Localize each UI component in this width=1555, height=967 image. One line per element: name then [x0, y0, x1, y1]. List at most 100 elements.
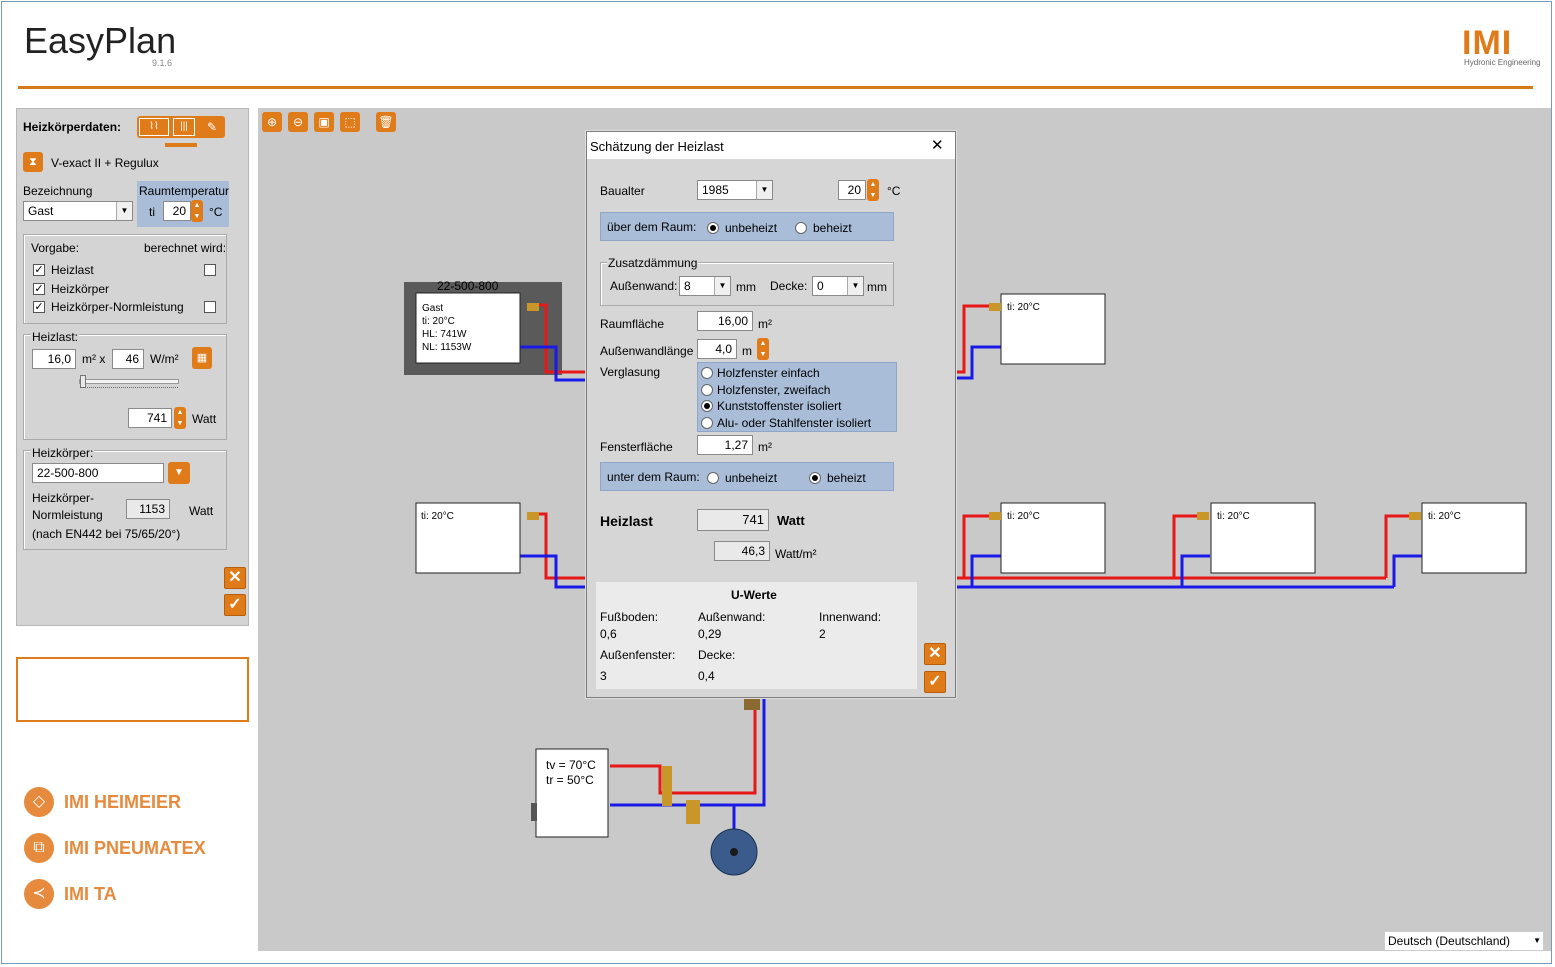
zoom-fit-icon[interactable]: ▣: [314, 112, 334, 132]
heizlast-group-label: Heizlast:: [31, 330, 80, 344]
radiator-label[interactable]: ti: 20°C: [1007, 302, 1040, 313]
heizlast-group: Heizlast: 16,0 m² x 46 W/m² ▦ 741 ▲▼ Wat…: [23, 330, 227, 440]
glazing-option: Kunststoffenster isoliert: [717, 399, 842, 413]
radiator: [1210, 502, 1316, 574]
app-title: EasyPlan: [24, 20, 177, 61]
heizkoerper-input[interactable]: 22-500-800: [32, 463, 164, 483]
normleistung-checkbox[interactable]: ✓: [33, 301, 45, 313]
imi-logo-subtitle: Hydronic Engineering: [1464, 58, 1541, 67]
zoom-select-icon[interactable]: ⬚: [340, 112, 360, 132]
selected-radiator-type: 22-500-800: [437, 279, 499, 293]
heat-load-dialog: Schätzung der Heizlast ✕ Baualter 1985▼ …: [586, 131, 956, 698]
boiler-supply-temp: tv = 70°C: [546, 758, 596, 772]
heizkoerper-group-label: Heizkörper:: [31, 446, 95, 460]
normleistung-computed-checkbox[interactable]: [204, 301, 216, 313]
brand-ta[interactable]: ≺ IMI TA: [24, 879, 244, 909]
aussenwand-value: 8: [684, 279, 691, 293]
aussenwandlaenge-input[interactable]: 4,0: [697, 339, 737, 359]
watt-spinner[interactable]: ▲▼: [174, 407, 186, 429]
decke-label: Decke:: [770, 279, 808, 293]
aussenwandlaenge-label: Außenwandlänge: [600, 344, 694, 358]
dialog-cancel-button[interactable]: ✕: [924, 643, 946, 665]
valve-icon[interactable]: ⧗: [23, 152, 43, 172]
heizlast-computed-checkbox[interactable]: [204, 264, 216, 276]
cancel-button[interactable]: ✕: [224, 567, 246, 589]
chevron-down-icon[interactable]: ▼: [1533, 936, 1541, 945]
decke-select[interactable]: 0▼: [812, 276, 864, 296]
radiator-label[interactable]: ti: 20°C: [421, 511, 454, 522]
calculator-icon[interactable]: ▦: [192, 347, 212, 369]
raumflaeche-input[interactable]: 16,00: [697, 311, 753, 331]
fussboden-value: 0,6: [600, 627, 617, 641]
fussboden-label: Fußboden:: [600, 610, 659, 624]
imi-logo: IMI: [1462, 24, 1513, 62]
above-unheated-radio[interactable]: [707, 222, 719, 234]
chevron-down-icon[interactable]: ▼: [756, 181, 772, 199]
dialog-title-bar: Schätzung der Heizlast ✕: [587, 132, 955, 159]
above-room-group: über dem Raum: unbeheizt beheizt: [600, 212, 894, 241]
glazing-options: Holzfenster einfach Holzfenster, zweifac…: [697, 362, 897, 432]
view-mode-toolbar: ⌇⌇ ||| ✎: [137, 116, 225, 138]
glazing-radio[interactable]: [701, 417, 713, 429]
wpm-input[interactable]: 46: [112, 349, 144, 369]
above-heated-label: beheizt: [813, 221, 852, 235]
zoom-out-icon[interactable]: ⊖: [288, 112, 308, 132]
wpm-slider[interactable]: [79, 379, 179, 384]
radiator-label[interactable]: ti: 20°C: [1217, 511, 1250, 522]
chevron-down-icon[interactable]: ▼: [168, 462, 190, 484]
confirm-button[interactable]: ✓: [224, 594, 246, 616]
glazing-option: Holzfenster, zweifach: [717, 383, 831, 397]
close-icon[interactable]: ✕: [931, 137, 944, 154]
normleistung-check-label: Heizkörper-Normleistung: [51, 300, 184, 314]
info-box: [16, 657, 249, 722]
glazing-radio-selected[interactable]: [701, 400, 713, 412]
below-unheated-radio[interactable]: [707, 472, 719, 484]
aussenfenster-label: Außenfenster:: [600, 648, 676, 662]
heizlast-checkbox[interactable]: ✓: [33, 264, 45, 276]
brand-pneumatex[interactable]: ⧉ IMI PNEUMATEX: [24, 833, 244, 863]
area-input[interactable]: 16,0: [32, 349, 76, 369]
language-select[interactable]: Deutsch (Deutschland) ▼: [1384, 931, 1544, 951]
fensterflaeche-input[interactable]: 1,27: [697, 435, 753, 455]
baualter-label: Baualter: [600, 184, 645, 198]
radiator-label[interactable]: ti: 20°C: [1428, 511, 1461, 522]
heizkoerper-checkbox[interactable]: ✓: [33, 283, 45, 295]
radiator-icon[interactable]: |||: [173, 118, 195, 136]
above-heated-radio[interactable]: [795, 222, 807, 234]
chevron-down-icon[interactable]: ▼: [714, 277, 730, 295]
boiler-info[interactable]: tv = 70°C tr = 50°C: [546, 758, 596, 788]
info-line: Gast: [422, 303, 444, 314]
aussenwandlaenge-unit: m: [742, 344, 752, 358]
ti-input[interactable]: 20: [163, 201, 191, 221]
edit-icon[interactable]: ✎: [206, 120, 218, 134]
aussenwandlaenge-spinner[interactable]: ▲▼: [757, 338, 769, 360]
wpm-value: 46,3: [714, 541, 770, 561]
glazing-radio[interactable]: [701, 384, 713, 396]
watt-input[interactable]: 741: [128, 408, 172, 428]
heimeier-icon: ◇: [24, 787, 54, 817]
heating-icon[interactable]: ⌇⌇: [139, 118, 169, 136]
glazing-radio[interactable]: [701, 367, 713, 379]
bezeichnung-value: Gast: [28, 204, 54, 218]
below-heated-radio[interactable]: [809, 472, 821, 484]
brand-heimeier[interactable]: ◇ IMI HEIMEIER: [24, 787, 244, 817]
temperature-input[interactable]: 20: [838, 180, 866, 200]
u-values-panel: U-Werte Fußboden: 0,6 Außenwand: 0,29 In…: [596, 582, 917, 689]
ti-spinner[interactable]: ▲▼: [191, 200, 203, 222]
info-line: NL: 1153W: [422, 342, 472, 353]
delete-icon[interactable]: 🗑: [376, 112, 396, 132]
below-heated-label: beheizt: [827, 471, 866, 485]
temperature-spinner[interactable]: ▲▼: [867, 179, 879, 201]
ti-label: ti: [149, 205, 155, 219]
zoom-in-icon[interactable]: ⊕: [262, 112, 282, 132]
chevron-down-icon[interactable]: ▼: [847, 277, 863, 295]
radiator-label[interactable]: ti: 20°C: [1007, 511, 1040, 522]
dialog-confirm-button[interactable]: ✓: [924, 671, 946, 693]
chevron-down-icon[interactable]: ▼: [116, 202, 132, 220]
slider-ticks: [80, 387, 178, 391]
selected-radiator-info[interactable]: Gast ti: 20°C HL: 741W NL: 1153W: [422, 302, 471, 354]
baualter-select[interactable]: 1985▼: [697, 180, 773, 200]
bezeichnung-select[interactable]: Gast ▼: [23, 201, 133, 221]
aussenwand-select[interactable]: 8▼: [679, 276, 731, 296]
